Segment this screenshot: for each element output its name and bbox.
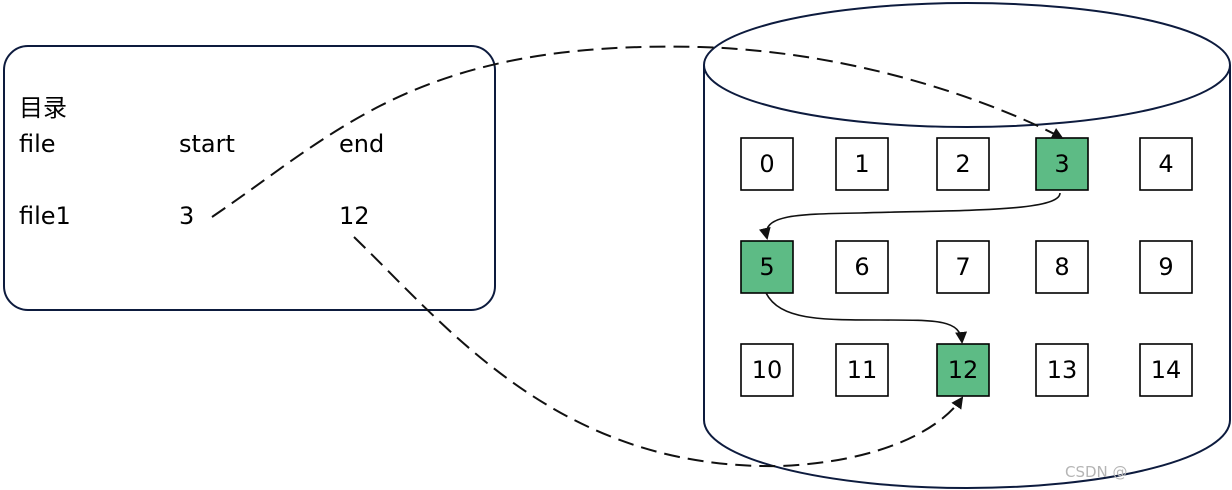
- block-number: 10: [752, 356, 783, 384]
- block-square: [835, 343, 889, 397]
- header-end: end: [339, 130, 384, 158]
- end-pointer-dashed-arrow: [353, 236, 964, 468]
- block-number: 6: [854, 253, 869, 281]
- block-square: [740, 343, 794, 397]
- block-9: 9: [1139, 240, 1193, 294]
- block-square: [1035, 343, 1089, 397]
- block-3: 3: [1035, 137, 1089, 191]
- block-0: 0: [740, 137, 794, 191]
- block-10: 10: [740, 343, 794, 397]
- block-number: 14: [1151, 356, 1182, 384]
- block-square: [936, 240, 990, 294]
- block-11: 11: [835, 343, 889, 397]
- block-square: [1035, 137, 1089, 191]
- block-square: [1139, 240, 1193, 294]
- block-number: 2: [955, 150, 970, 178]
- block-square: [835, 137, 889, 191]
- block-1: 1: [835, 137, 889, 191]
- block-number: 11: [847, 356, 878, 384]
- block-number: 7: [955, 253, 970, 281]
- block-number: 4: [1158, 150, 1173, 178]
- block-number: 12: [948, 356, 979, 384]
- row-file1-end: 12: [339, 202, 370, 230]
- directory-box: 目录 file start end file1 3 12: [3, 45, 496, 311]
- block-number: 13: [1047, 356, 1078, 384]
- block-4: 4: [1139, 137, 1193, 191]
- directory-title: 目录: [19, 94, 67, 122]
- block-number: 1: [854, 150, 869, 178]
- block-13: 13: [1035, 343, 1089, 397]
- block-2: 2: [936, 137, 990, 191]
- block-square: [936, 343, 990, 397]
- block-number: 3: [1054, 150, 1069, 178]
- block-number: 5: [759, 253, 774, 281]
- row-file1-start: 3: [179, 202, 194, 230]
- block-7: 7: [936, 240, 990, 294]
- block-14: 14: [1139, 343, 1193, 397]
- block-square: [740, 137, 794, 191]
- block-number: 9: [1158, 253, 1173, 281]
- block-12: 12: [936, 343, 990, 397]
- block-number: 8: [1054, 253, 1069, 281]
- block-square: [740, 240, 794, 294]
- block-square: [1035, 240, 1089, 294]
- block-6: 6: [835, 240, 889, 294]
- row-file1-name: file1: [19, 202, 71, 230]
- chain-arrow-3-to-5: [758, 192, 1061, 240]
- block-square: [1139, 137, 1193, 191]
- csdn-watermark: CSDN @: [1065, 463, 1128, 481]
- block-5: 5: [740, 240, 794, 294]
- header-start: start: [179, 130, 235, 158]
- block-square: [835, 240, 889, 294]
- block-8: 8: [1035, 240, 1089, 294]
- block-square: [1139, 343, 1193, 397]
- block-square: [936, 137, 990, 191]
- header-file: file: [19, 130, 56, 158]
- chain-arrow-5-to-12: [765, 292, 968, 344]
- start-pointer-dashed-arrow: [211, 45, 1064, 218]
- block-number: 0: [759, 150, 774, 178]
